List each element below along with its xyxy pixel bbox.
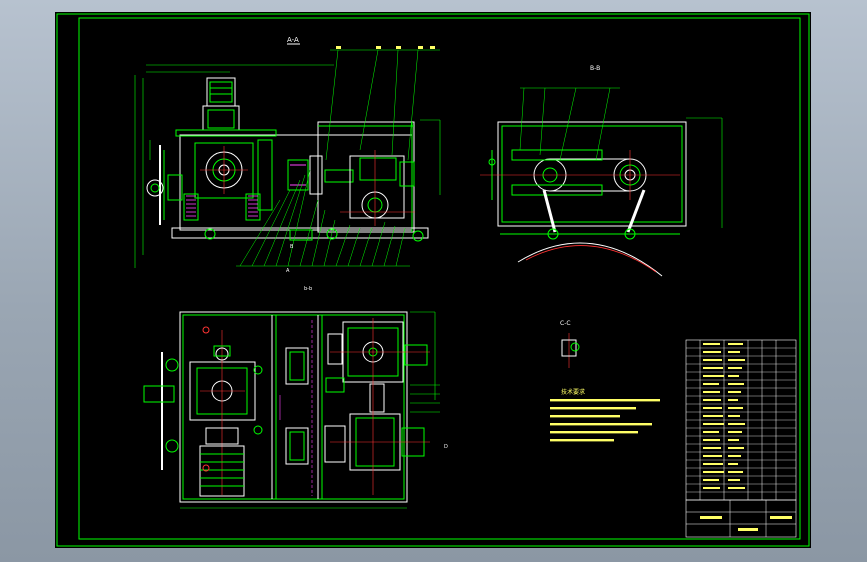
svg-text:b-b: b-b bbox=[304, 286, 312, 292]
parts-list bbox=[685, 339, 797, 501]
view-plan: b-b bbox=[143, 286, 448, 509]
view-c-c: C-C bbox=[560, 320, 580, 368]
view-label-a: A-A bbox=[287, 36, 299, 44]
svg-text:D: D bbox=[444, 444, 448, 450]
view-b-b: B-B bbox=[480, 65, 723, 277]
title-block bbox=[685, 499, 797, 538]
svg-text:A: A bbox=[286, 268, 290, 274]
notes-title: 技术要求 bbox=[561, 388, 585, 396]
inner-frame bbox=[78, 17, 801, 540]
view-label-b: B-B bbox=[590, 65, 600, 72]
technical-notes: 技术要求 bbox=[550, 388, 660, 442]
view-a-a: A-A bbox=[134, 36, 441, 274]
view-label-c: C-C bbox=[560, 320, 571, 327]
drawing-sheet bbox=[55, 12, 811, 548]
outer-frame bbox=[56, 13, 810, 547]
svg-text:B: B bbox=[290, 244, 294, 250]
